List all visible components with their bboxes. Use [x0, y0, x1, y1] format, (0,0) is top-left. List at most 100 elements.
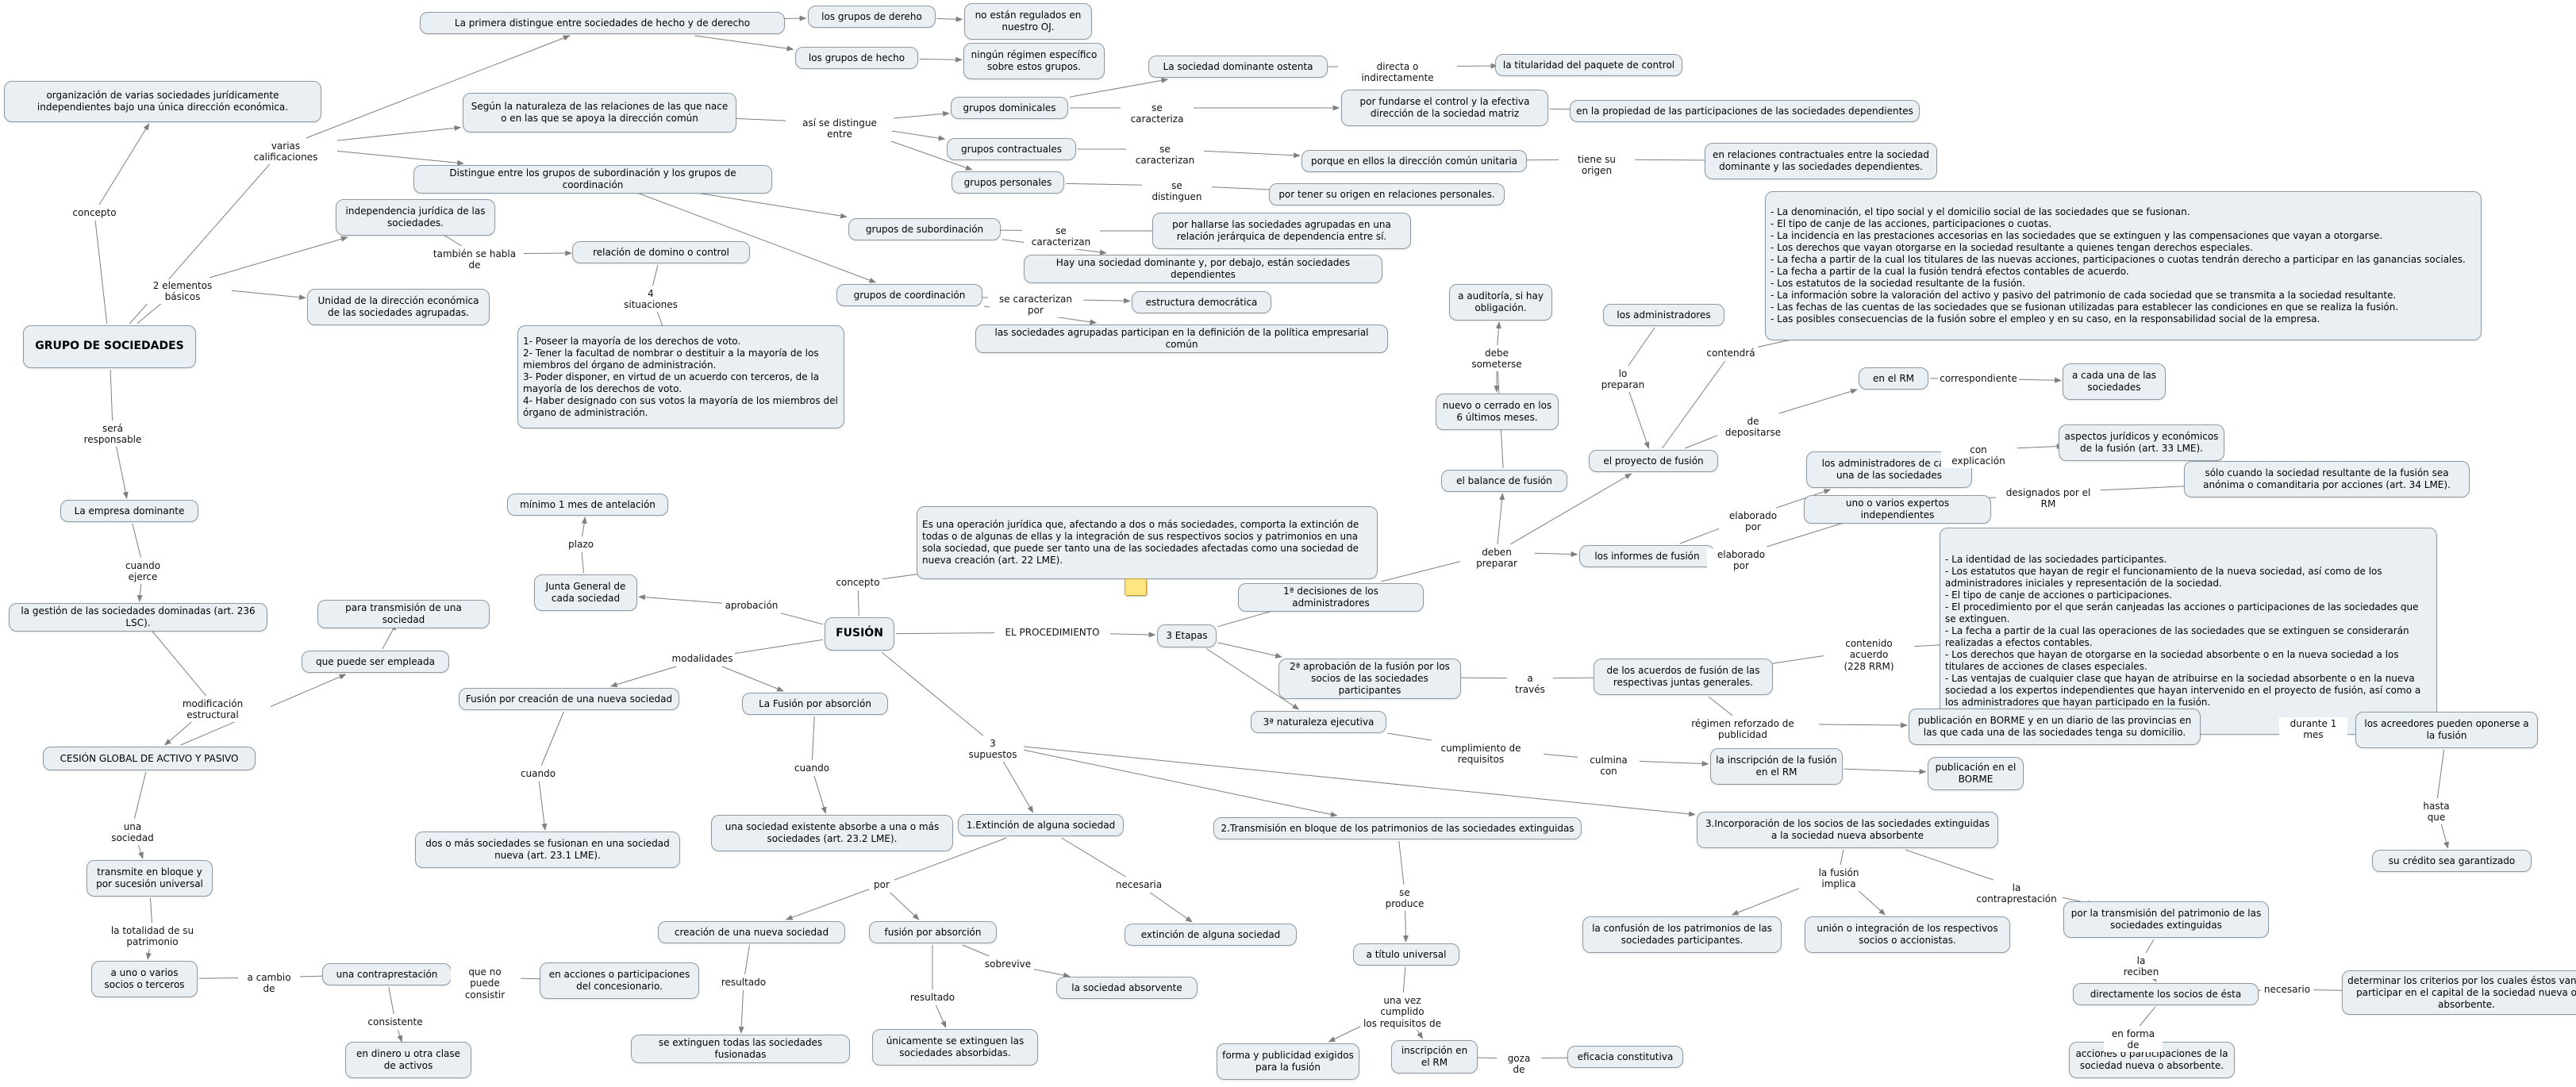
linking-phrase-l-sera[interactable]: será responsable — [72, 422, 153, 447]
linking-phrase-l-directa[interactable]: directa o indirectamente — [1340, 60, 1455, 85]
concept-proyecto[interactable]: el proyecto de fusión — [1589, 450, 1718, 472]
linking-phrase-l-asi[interactable]: así se distingue entre — [787, 117, 892, 141]
linking-phrase-l-tambien[interactable]: también se habla de — [427, 248, 522, 272]
concept-distingue-subordinacion[interactable]: Distingue entre los grupos de subordinac… — [413, 165, 772, 194]
linking-phrase-l-depositarse[interactable]: de depositarse — [1717, 415, 1789, 440]
concept-situaciones-lista[interactable]: 1- Poseer la mayoría de los derechos de … — [517, 325, 844, 428]
concept-expertos[interactable]: uno o varios expertos independientes — [1804, 495, 1991, 524]
concept-auditoria[interactable]: a auditoría, si hay obligación. — [1449, 284, 1552, 321]
concept-proyecto-contenido[interactable]: - La denominación, el tipo social y el d… — [1765, 191, 2482, 340]
concept-dos-o-mas[interactable]: dos o más sociedades se fusionan en una … — [415, 832, 680, 868]
concept-empresa-dominante[interactable]: La empresa dominante — [60, 500, 198, 522]
linking-phrase-l-cuando2[interactable]: cuando — [793, 762, 831, 775]
concept-contraprestacion[interactable]: una contraprestación — [322, 963, 452, 985]
concept-grupos-derecho[interactable]: los grupos de dereho — [808, 6, 936, 28]
linking-phrase-l-contendra[interactable]: contendrá — [1705, 347, 1756, 360]
concept-dominante-ostenta[interactable]: La sociedad dominante ostenta — [1148, 56, 1328, 78]
linking-phrase-l-nopuede[interactable]: que no puede consistir — [451, 966, 519, 1002]
linking-phrase-l-cuando1[interactable]: cuando — [519, 767, 557, 781]
linking-phrase-l-necesaria[interactable]: necesaria — [1114, 878, 1163, 892]
concept-no-acciones[interactable]: en acciones o participaciones del conces… — [540, 962, 699, 999]
linking-phrase-l-regimen[interactable]: régimen reforzado de publicidad — [1668, 717, 1817, 742]
concept-etapa2[interactable]: 2ª aprobación de la fusión por los socio… — [1278, 659, 1461, 699]
concept-borme-diario[interactable]: publicación en BORME y en un diario de l… — [1909, 709, 2201, 745]
concept-titulo-universal[interactable]: a título universal — [1353, 943, 1459, 966]
concept-solo-anonima[interactable]: sólo cuando la sociedad resultante de la… — [2184, 461, 2470, 497]
linking-phrase-l-hastaque[interactable]: hasta que — [2412, 800, 2461, 824]
linking-phrase-l-aprobacion[interactable]: aprobación — [724, 599, 779, 613]
concept-credito[interactable]: su crédito sea garantizado — [2372, 850, 2532, 872]
linking-phrase-l-lopreparan[interactable]: lo preparan — [1595, 367, 1651, 392]
concept-origen-personales[interactable]: por tener su origen en relaciones person… — [1269, 183, 1505, 205]
linking-phrase-l-sobrevive[interactable]: sobrevive — [983, 958, 1032, 971]
linking-phrase-l-elaborado1[interactable]: elaborado por — [1719, 509, 1787, 534]
linking-phrase-l-sedistinguen[interactable]: se distinguen — [1144, 179, 1210, 204]
concept-forma-publicidad[interactable]: forma y publicidad exigidos para la fusi… — [1217, 1043, 1359, 1080]
concept-dinero[interactable]: en dinero u otra clase de activos — [345, 1042, 471, 1078]
concept-relacion-dominio[interactable]: relación de domino o control — [572, 241, 750, 263]
linking-phrase-l-secaracterizan-c[interactable]: se caracterizan — [1128, 143, 1202, 167]
concept-organizacion[interactable]: organización de varias sociedades jurídi… — [4, 81, 321, 122]
concept-independencia[interactable]: independencia jurídica de las sociedades… — [336, 199, 495, 236]
linking-phrase-l-culmina[interactable]: culmina con — [1579, 754, 1638, 778]
linking-phrase-l-secaracterizan-s[interactable]: se caracterizan — [1024, 225, 1098, 249]
concept-puede-empleada[interactable]: que puede ser empleada — [302, 651, 449, 673]
linking-phrase-l-necesario[interactable]: necesario — [2263, 983, 2312, 997]
concept-coordinacion[interactable]: grupos de coordinación — [836, 284, 982, 306]
linking-phrase-l-deben[interactable]: deben preparar — [1460, 546, 1533, 570]
resource-icon[interactable] — [1125, 578, 1147, 596]
concept-extincion-alguna[interactable]: extinción de alguna sociedad — [1125, 924, 1297, 946]
linking-phrase-l-tiene-origen[interactable]: tiene su origen — [1560, 153, 1633, 178]
linking-phrase-l-concepto-f[interactable]: concepto — [835, 576, 881, 590]
concept-para-transmision[interactable]: para transmisión de una sociedad — [317, 600, 490, 628]
concept-cada-sociedades[interactable]: a cada una de las sociedades — [2063, 363, 2166, 400]
linking-phrase-l-secaracterizan-por[interactable]: se caracterizan por — [990, 293, 1082, 317]
linking-phrase-l-totalidad[interactable]: la totalidad de su patrimonio — [83, 924, 222, 949]
linking-phrase-l-explicacion[interactable]: con explicación — [1941, 444, 2016, 468]
concept-aspectos[interactable]: aspectos jurídicos y económicos de la fu… — [2059, 424, 2224, 461]
linking-phrase-l-resultado1[interactable]: resultado — [720, 976, 767, 989]
concept-minimo-mes[interactable]: mínimo 1 mes de antelación — [507, 494, 668, 516]
concept-ningun-regimen[interactable]: ningún régimen específico sobre estos gr… — [963, 43, 1105, 79]
concept-inscripcion-fusion[interactable]: la inscripción de la fusión en el RM — [1710, 748, 1843, 785]
concept-acciones-nueva[interactable]: acciones o participaciones de la socieda… — [2069, 1042, 2235, 1078]
concept-balance[interactable]: el balance de fusión — [1441, 470, 1567, 492]
concept-sup2[interactable]: 2.Transmisión en bloque de los patrimoni… — [1213, 817, 1582, 839]
linking-phrase-l-modalidades[interactable]: modalidades — [671, 652, 733, 666]
linking-phrase-l-correspondiente[interactable]: correspondiente — [1940, 372, 2017, 386]
linking-phrase-l-reciben[interactable]: la reciben — [2116, 954, 2167, 979]
concept-transmite[interactable]: transmite en bloque y por sucesión unive… — [87, 860, 213, 897]
linking-phrase-l-atraves[interactable]: a través — [1509, 672, 1551, 697]
concept-fusion-def[interactable]: Es una operación jurídica que, afectando… — [917, 506, 1378, 579]
concept-grupos-hecho[interactable]: los grupos de hecho — [795, 47, 918, 69]
concept-fusion[interactable]: FUSIÓN — [825, 617, 894, 651]
concept-propiedad-participaciones[interactable]: en la propiedad de las participaciones d… — [1570, 100, 1920, 122]
concept-eficacia[interactable]: eficacia constitutiva — [1567, 1046, 1683, 1068]
linking-phrase-l-concepto[interactable]: concepto — [71, 206, 117, 220]
concept-fusion-absorcion[interactable]: La Fusión por absorción — [742, 693, 888, 715]
linking-phrase-l-consistente[interactable]: consistente — [367, 1016, 424, 1029]
concept-etapa3[interactable]: 3ª naturaleza ejecutiva — [1251, 711, 1386, 733]
concept-transmision-patrimonio[interactable]: por la transmisión del patrimonio de las… — [2063, 901, 2269, 938]
concept-determinar-criterios[interactable]: determinar los criterios por los cuales … — [2342, 970, 2576, 1015]
linking-phrase-l-unavez[interactable]: una vez cumplido los requisitos de — [1360, 994, 1444, 1031]
linking-phrase-l-enforma[interactable]: en forma de — [2104, 1027, 2163, 1052]
concept-inscripcion-rm[interactable]: inscripción en el RM — [1391, 1040, 1478, 1074]
concept-no-regulados[interactable]: no están regulados en nuestro OJ. — [964, 3, 1092, 40]
concept-hay-dominante[interactable]: Hay una sociedad dominante y, por debajo… — [1024, 255, 1382, 283]
linking-phrase-l-cumplimiento[interactable]: cumplimiento de requisitos — [1418, 742, 1544, 766]
concept-administradores[interactable]: los administradores — [1603, 304, 1724, 326]
concept-sup1[interactable]: 1.Extinción de alguna sociedad — [958, 814, 1124, 836]
concept-nuevo-cerrado[interactable]: nuevo o cerrado en los 6 últimos meses. — [1436, 394, 1559, 430]
concept-socios-terceros[interactable]: a uno o varios socios o terceros — [91, 961, 198, 997]
concept-dominicales[interactable]: grupos dominicales — [951, 97, 1068, 119]
linking-phrase-l-2elementos[interactable]: 2 elementos básicos — [135, 279, 230, 304]
concept-sup3[interactable]: 3.Incorporación de los socios de las soc… — [1697, 812, 1998, 848]
linking-phrase-l-acambio[interactable]: a cambio de — [240, 971, 298, 996]
linking-phrase-l-cuando-ejerce[interactable]: cuando ejerce — [109, 559, 177, 584]
concept-por-absorcion[interactable]: fusión por absorción — [869, 921, 997, 943]
linking-phrase-l-resultado2[interactable]: resultado — [909, 991, 956, 1004]
linking-phrase-l-durante[interactable]: durante 1 mes — [2279, 717, 2347, 742]
concept-junta-general[interactable]: Junta General de cada sociedad — [534, 574, 637, 611]
